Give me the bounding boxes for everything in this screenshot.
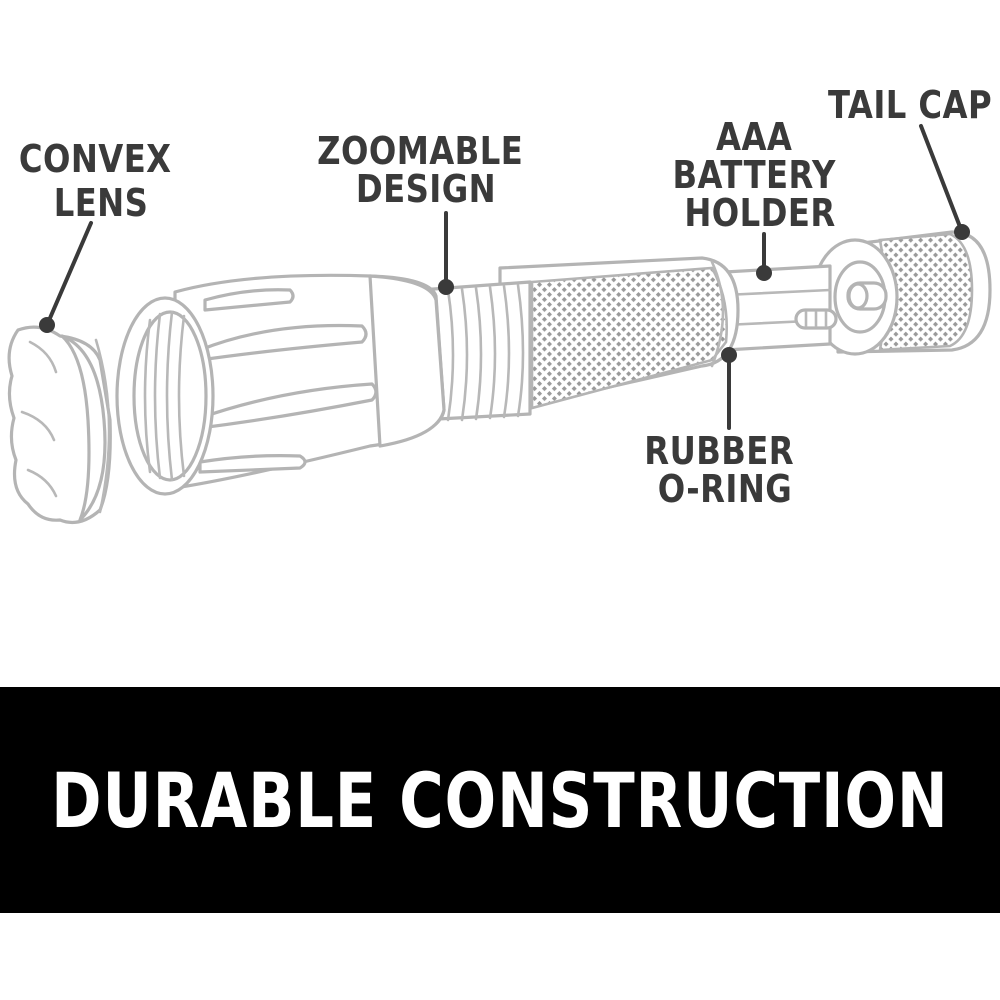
leader-dot-zoomable-design (438, 279, 454, 295)
label-convex-lens-line-1: CONVEX (19, 138, 172, 182)
title-banner: DURABLE CONSTRUCTION (0, 687, 1000, 913)
label-battery-holder: AAA BATTERY HOLDER (672, 116, 847, 236)
label-battery-holder-line-2: BATTERY (672, 154, 835, 198)
label-tail-cap: TAIL CAP (828, 84, 992, 128)
label-tail-cap-line-1: TAIL CAP (828, 84, 992, 128)
label-convex-lens-line-2: LENS (54, 182, 149, 226)
leader-tail-cap (919, 124, 964, 234)
convex-lens-part (7, 325, 112, 524)
leader-dot-rubber-oring (721, 347, 737, 363)
body-tube-part (498, 256, 740, 414)
callout-leaders (39, 124, 970, 430)
label-rubber-oring-line-1: RUBBER (644, 430, 794, 474)
flashlight-diagram: CONVEX LENS ZOOMABLE DESIGN AAA BATTERY … (7, 84, 992, 524)
label-zoomable-design: ZOOMABLE DESIGN (317, 130, 535, 212)
label-battery-holder-line-1: AAA (716, 116, 792, 160)
banner-title: DURABLE CONSTRUCTION (51, 755, 949, 845)
zoom-neck-part (418, 280, 532, 422)
leader-dot-battery-holder (756, 265, 772, 281)
label-zoomable-design-line-2: DESIGN (356, 168, 496, 212)
callout-labels: CONVEX LENS ZOOMABLE DESIGN AAA BATTERY … (19, 84, 992, 512)
label-zoomable-design-line-1: ZOOMABLE (317, 130, 523, 174)
label-convex-lens: CONVEX LENS (19, 138, 183, 226)
leader-dot-convex-lens (39, 317, 55, 333)
label-rubber-oring-line-2: O-RING (658, 468, 792, 512)
leader-dot-tail-cap (954, 224, 970, 240)
leader-convex-lens (45, 221, 93, 327)
tail-cap-part (811, 230, 992, 356)
label-rubber-oring: RUBBER O-RING (644, 430, 805, 512)
flashlight-head-part (115, 273, 446, 496)
flashlight-illustration (7, 230, 992, 524)
battery-holder-part (723, 264, 838, 352)
label-battery-holder-line-3: HOLDER (684, 192, 835, 236)
